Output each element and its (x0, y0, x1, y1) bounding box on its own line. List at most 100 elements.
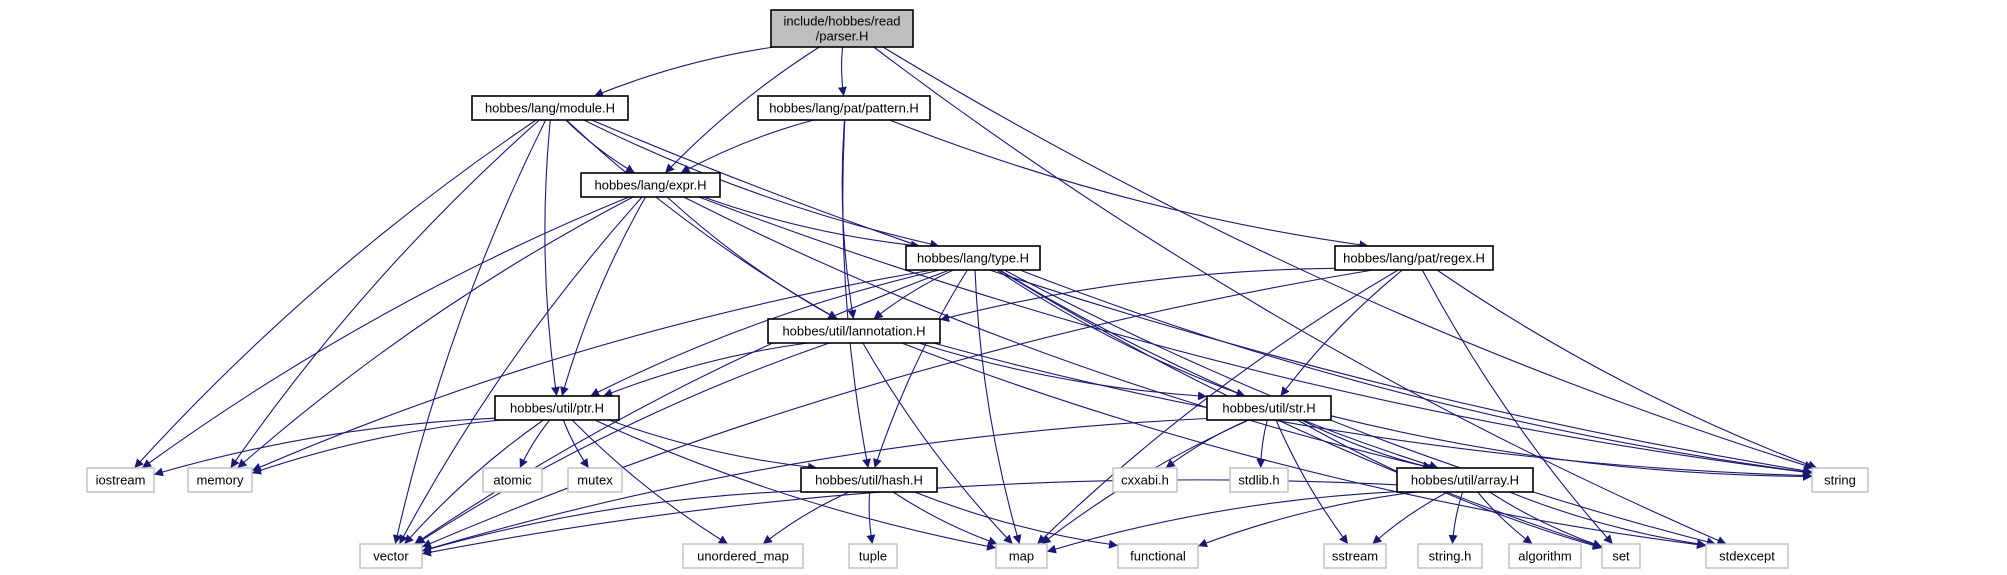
edge-parser-to-stdexcept (873, 46, 1727, 545)
edge-hash-to-tuple (866, 491, 876, 545)
edge-expr-to-ptr (560, 196, 646, 397)
node-string-label: string (1824, 473, 1856, 488)
node-str[interactable]: hobbes/util/str.H (1206, 395, 1332, 421)
edge-str-to-string (1330, 415, 1813, 481)
node-tuple-label: tuple (859, 549, 887, 564)
edge-array-to-stdexcept (1509, 491, 1707, 549)
node-stdlib: stdlib.h (1229, 467, 1289, 493)
node-stringh-label: string.h (1429, 549, 1472, 564)
node-lannotation[interactable]: hobbes/util/lannotation.H (767, 318, 941, 344)
node-stdlib-label: stdlib.h (1238, 473, 1279, 488)
node-stdexcept-label: stdexcept (1719, 549, 1775, 564)
edge-regex-to-string (1436, 269, 1818, 470)
node-atomic: atomic (482, 467, 543, 493)
file-nodes: include/hobbes/read/parser.H hobbes/lang/… (86, 9, 1869, 569)
edge-regex-to-lannotation (939, 267, 1336, 322)
node-iostream-box (86, 467, 155, 493)
edge-ptr-to-iostream (153, 417, 496, 477)
node-lannotation-box (767, 318, 941, 344)
edge-hash-to-functional (914, 491, 1119, 549)
node-mutex-box (567, 467, 623, 493)
node-type[interactable]: hobbes/lang/type.H (905, 245, 1041, 271)
edge-lannotation-to-stdexcept (901, 342, 1707, 550)
edge-type-to-array (999, 269, 1439, 470)
node-set-label: set (1612, 549, 1630, 564)
node-mutex-label: mutex (577, 473, 613, 488)
node-module-box (471, 95, 629, 121)
edge-hash-to-map (892, 491, 998, 546)
node-unordered_map: unordered_map (682, 543, 804, 569)
node-ptr-box (494, 395, 620, 421)
node-regex-label: hobbes/lang/pat/regex.H (1343, 251, 1485, 266)
edge-hash-to-vector (421, 490, 802, 553)
edge-expr-to-array (683, 196, 1433, 471)
edge-ptr-to-atomic (519, 419, 551, 469)
edge-type-to-vector (414, 269, 950, 545)
node-vector-box (359, 543, 423, 569)
node-iostream-label: iostream (96, 473, 146, 488)
node-string: string (1811, 467, 1869, 493)
edge-lannotation-to-map (862, 342, 1013, 545)
edge-array-to-map (1046, 491, 1398, 554)
node-module[interactable]: hobbes/lang/module.H (471, 95, 629, 121)
node-parser[interactable]: include/hobbes/read/parser.H (770, 9, 914, 48)
node-regex-box (1334, 245, 1494, 271)
node-map-box (995, 543, 1048, 569)
node-sstream: sstream (1323, 543, 1387, 569)
edge-parser-to-string (882, 46, 1814, 470)
node-parser-label: include/hobbes/read (783, 14, 900, 29)
node-algorithm: algorithm (1508, 543, 1582, 569)
node-cxxabi-label: cxxabi.h (1121, 473, 1169, 488)
edge-module-to-memory (230, 119, 540, 469)
node-functional-label: functional (1130, 549, 1186, 564)
node-array-label: hobbes/util/array.H (1411, 473, 1519, 488)
node-vector-label: vector (373, 549, 409, 564)
edge-lannotation-to-str (918, 342, 1208, 401)
edge-regex-to-vector (421, 269, 1373, 548)
edge-parser-to-module (593, 46, 775, 97)
node-module-label: hobbes/lang/module.H (485, 101, 615, 116)
node-array[interactable]: hobbes/util/array.H (1396, 467, 1534, 493)
edge-type-to-string (1019, 269, 1813, 477)
node-type-label: hobbes/lang/type.H (917, 251, 1029, 266)
edge-module-to-lannotation (566, 119, 838, 320)
node-stringh-box (1417, 543, 1483, 569)
edge-parser-to-expr (664, 46, 820, 174)
node-array-box (1396, 467, 1534, 493)
node-unordered_map-box (682, 543, 804, 569)
node-hash-box (800, 467, 938, 493)
node-iostream: iostream (86, 467, 155, 493)
node-vector: vector (359, 543, 423, 569)
edge-type-to-ptr (590, 269, 940, 397)
node-tuple-box (848, 543, 898, 569)
node-sstream-label: sstream (1332, 549, 1378, 564)
edge-module-to-ptr (544, 119, 560, 397)
node-expr-box (580, 172, 721, 198)
node-expr[interactable]: hobbes/lang/expr.H (580, 172, 721, 198)
edge-str-to-array (1301, 419, 1433, 471)
edge-expr-to-iostream (141, 196, 630, 469)
edge-expr-to-lannotation (666, 196, 838, 320)
node-ptr[interactable]: hobbes/util/ptr.H (494, 395, 620, 421)
node-str-box (1206, 395, 1332, 421)
node-pattern-box (757, 95, 931, 121)
node-atomic-box (482, 467, 543, 493)
edge-module-to-string (591, 119, 1813, 475)
node-hash[interactable]: hobbes/util/hash.H (800, 467, 938, 493)
edge-module-to-iostream (133, 119, 537, 469)
edge-expr-to-type (703, 196, 921, 250)
edge-ptr-to-vector (404, 419, 544, 545)
node-algorithm-label: algorithm (1518, 549, 1571, 564)
edge-array-to-stringh (1448, 491, 1464, 545)
edge-type-to-stdexcept (1003, 269, 1716, 547)
node-cxxabi: cxxabi.h (1112, 467, 1178, 493)
node-regex[interactable]: hobbes/lang/pat/regex.H (1334, 245, 1494, 271)
node-stdexcept: stdexcept (1705, 543, 1789, 569)
node-stringh: string.h (1417, 543, 1483, 569)
node-pattern[interactable]: hobbes/lang/pat/pattern.H (757, 95, 931, 121)
node-sstream-box (1323, 543, 1387, 569)
edge-hash-to-unordered_map (762, 491, 850, 545)
node-set: set (1601, 543, 1641, 569)
node-map-label: map (1009, 549, 1034, 564)
